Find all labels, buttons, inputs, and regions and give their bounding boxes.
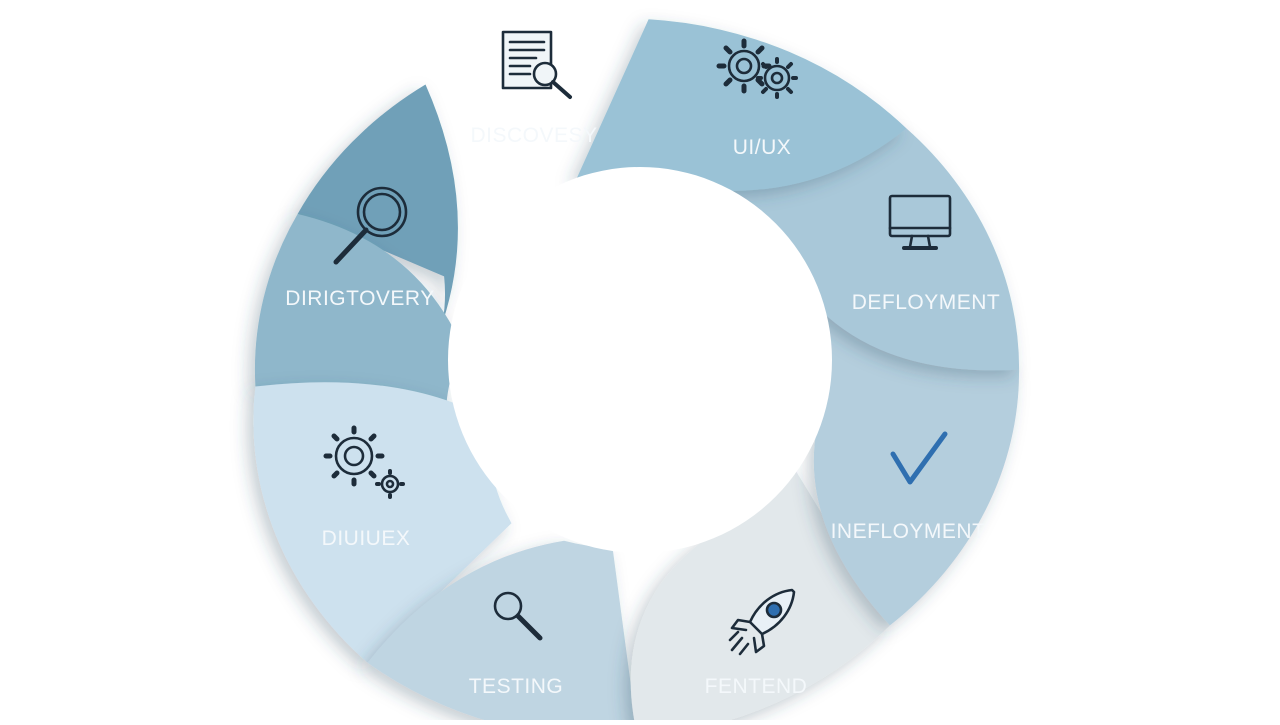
labels: DISCOVESY UI/UX DEFLOYMENT INEFLOYMENT F… <box>285 124 1001 698</box>
rocket-icon <box>728 588 796 656</box>
center-hole <box>448 167 832 553</box>
segment-label-diuiuex: DIUIUEX <box>322 527 411 550</box>
segment-deployment <box>813 299 1020 626</box>
segment-label-uiux: UI/UX <box>733 136 792 159</box>
segment-inefloyment <box>630 465 890 725</box>
segment-label-deployment: DEFLOYMENT <box>852 291 1001 314</box>
icons <box>323 30 952 656</box>
magnifier-icon <box>493 591 543 641</box>
segment-label-fentend: FENTEND <box>705 675 808 698</box>
segment-label-inefloyment: INEFLOYMENT <box>831 520 986 543</box>
segment-dirigtovery <box>297 84 458 323</box>
gears-icon <box>323 425 405 499</box>
segment-testing <box>253 382 512 663</box>
monitor-icon <box>888 194 952 250</box>
segment-label-discovery: DISCOVESY <box>470 124 597 147</box>
segment-label-testing: TESTING <box>469 675 564 698</box>
segment-uiux <box>706 128 1020 371</box>
gears-icon <box>716 38 798 99</box>
segment-label-dirigtovery: DIRIGTOVERY <box>285 287 434 310</box>
segment-fentend <box>367 540 637 725</box>
segment-discovery <box>575 19 907 191</box>
magnifier-icon <box>333 186 408 265</box>
checkmark-icon <box>890 431 948 485</box>
ring <box>253 19 1020 725</box>
document-search-icon <box>501 30 572 99</box>
